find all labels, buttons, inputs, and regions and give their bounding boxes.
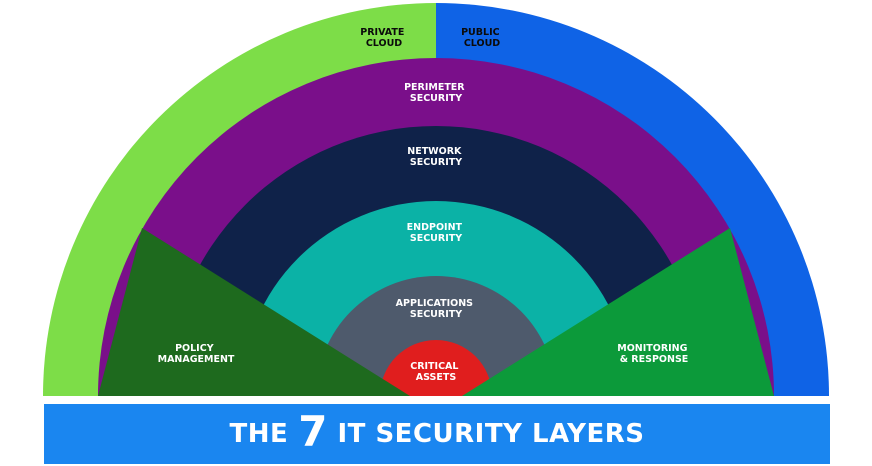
monitoring-response-wedge (462, 228, 774, 396)
critical-assets-layer (380, 340, 492, 396)
perimeter-security-label: PERIMETER SECURITY (404, 82, 468, 104)
title-number: 7 (298, 407, 328, 456)
title-suffix: IT SECURITY LAYERS (337, 419, 645, 449)
critical-assets-label: CRITICAL ASSETS (410, 361, 462, 383)
applications-security-layer (316, 276, 556, 396)
title-banner: THE 7 IT SECURITY LAYERS (44, 404, 830, 464)
network-security-label: NETWORK SECURITY (407, 146, 464, 168)
monitoring-response-label: MONITORING & RESPONSE (617, 343, 690, 365)
title-prefix: THE (229, 419, 289, 449)
endpoint-security-label: ENDPOINT SECURITY (407, 222, 466, 244)
private-cloud-label: PRIVATE CLOUD (360, 27, 407, 49)
policy-management-label: POLICY MANAGEMENT (158, 343, 235, 365)
policy-management-wedge (98, 228, 410, 396)
applications-security-label: APPLICATIONS SECURITY (396, 298, 477, 320)
public-cloud-label: PUBLIC CLOUD (461, 27, 503, 49)
